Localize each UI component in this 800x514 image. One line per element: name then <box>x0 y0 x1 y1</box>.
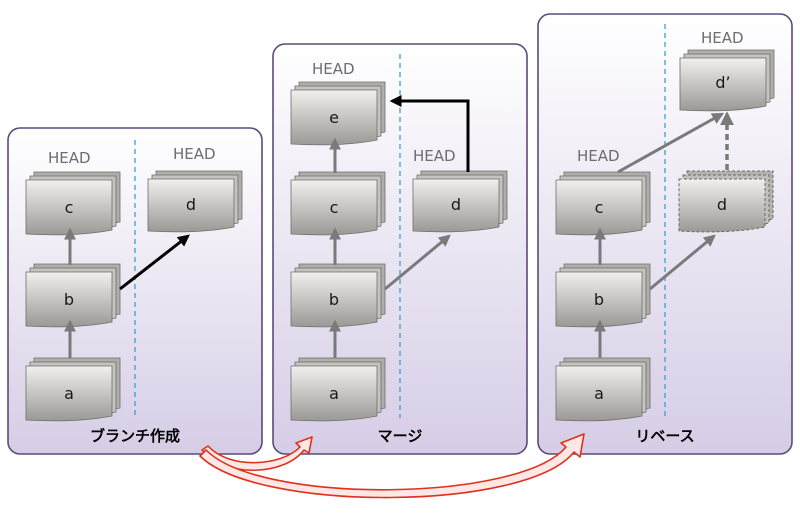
commit-b-label: b <box>329 290 339 309</box>
commit-a: a <box>25 357 121 422</box>
branch-panel-title: ブランチ作成 <box>90 427 180 445</box>
commit-c-label: c <box>65 198 74 217</box>
arrow-d-to-e <box>389 95 470 172</box>
commit-d-ghost: d <box>678 170 774 233</box>
commit-d: d <box>412 170 508 233</box>
arrow-b-to-d <box>119 234 190 291</box>
commit-c-label: c <box>330 198 339 217</box>
arrow-b-to-d <box>384 234 451 291</box>
commit-b: b <box>555 263 651 328</box>
branch-head-label-side: HEAD <box>173 145 216 163</box>
commit-c: c <box>555 171 651 236</box>
merge-head-label-side: HEAD <box>413 147 456 165</box>
commit-e: e <box>290 81 386 146</box>
rebase-panel-title: リベース <box>635 427 694 445</box>
rebase-head-label-side: HEAD <box>701 29 744 47</box>
commit-a-label: a <box>329 384 339 403</box>
commit-b: b <box>25 263 121 328</box>
commit-b-label: b <box>594 290 604 309</box>
commit-a: a <box>555 357 651 422</box>
rebase-head-label-main: HEAD <box>577 147 620 165</box>
commit-d-label: d <box>186 195 196 214</box>
commit-d-prime-label: d’ <box>715 73 730 92</box>
arrow-c-to-d-prime <box>617 112 725 174</box>
commit-e-label: e <box>329 108 339 127</box>
commit-d: d <box>147 170 243 233</box>
arrow-b-to-d-ghost <box>649 234 716 291</box>
merge-head-label-main: HEAD <box>312 60 355 78</box>
merge-panel-title: マージ <box>378 427 423 445</box>
commit-c: c <box>290 171 386 236</box>
commit-a-label: a <box>64 384 74 403</box>
commit-a-label: a <box>594 384 604 403</box>
commit-c-label: c <box>595 198 604 217</box>
branch-head-label-main: HEAD <box>48 149 91 167</box>
commit-d-prime: d’ <box>679 49 775 112</box>
commit-c: c <box>25 171 121 236</box>
commit-a: a <box>290 357 386 422</box>
flow-arrow-to-rebase <box>199 433 585 499</box>
commit-d-ghost-label: d <box>717 195 727 214</box>
commit-b-label: b <box>64 290 74 309</box>
commit-b: b <box>290 263 386 328</box>
commit-d-label: d <box>451 195 461 214</box>
